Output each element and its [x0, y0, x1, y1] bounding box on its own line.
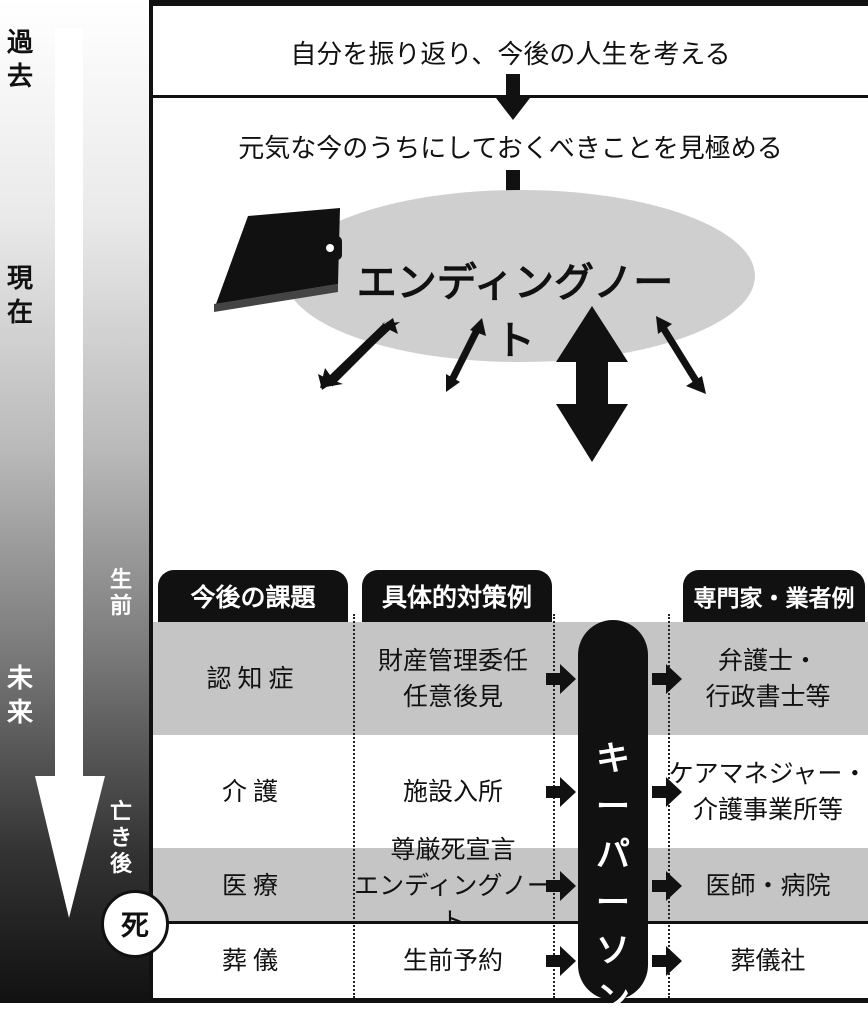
header-issues: 今後の課題: [158, 570, 348, 622]
right-arrow-icon: [546, 871, 576, 901]
issue-cell: 介護: [221, 776, 284, 806]
column-divider: [353, 614, 355, 998]
right-arrow-icon: [546, 777, 576, 807]
expert-cell: 弁護士・行政書士等: [705, 645, 831, 711]
key-person-label: キーパーソン: [596, 739, 630, 1019]
death-divider-line: [149, 921, 868, 924]
label-alive: 生前: [109, 568, 132, 619]
expert-cell: 葬儀社: [730, 945, 806, 975]
measure-cell: 尊厳死宣言エンディングノート: [354, 834, 552, 936]
issue-cell: 葬儀: [221, 945, 284, 975]
label-past: 過去: [6, 28, 33, 92]
right-arrow-icon: [652, 777, 682, 807]
expert-cell: ケアマネジャー・介護事業所等: [668, 758, 868, 824]
measure-cell: 施設入所: [402, 776, 503, 806]
ending-note-title: エンディングノート: [356, 260, 674, 364]
table-row: 葬儀 生前予約 葬儀社: [153, 923, 868, 998]
frame-left-border: [149, 0, 153, 1003]
ending-note-diagram: [214, 190, 755, 462]
right-arrow-icon: [546, 664, 576, 694]
timeline-bar: 過去 現在 未来 生前 亡き後: [0, 0, 149, 1003]
frame-bottom-border: [149, 998, 868, 1003]
expert-cell: 医師・病院: [705, 870, 831, 900]
key-person-pill: [578, 620, 648, 1000]
table-row: 医療 尊厳死宣言エンディングノート 医師・病院: [153, 834, 868, 936]
header-measures: 具体的対策例: [362, 570, 552, 622]
table-row: 介護 施設入所 ケアマネジャー・介護事業所等: [153, 735, 868, 848]
label-future: 未来: [6, 664, 33, 728]
header-experts: 専門家・業者例: [683, 570, 865, 622]
down-arrow-icon: [496, 74, 530, 120]
death-marker: 死: [101, 890, 169, 958]
frame-top-border: [149, 0, 868, 6]
column-divider: [553, 614, 555, 998]
ending-note-ellipse: [285, 190, 755, 362]
table-row: 認知症 財産管理委任任意後見 弁護士・行政書士等: [153, 622, 868, 735]
measure-cell: 財産管理委任任意後見: [377, 645, 528, 711]
step-2-text: 元気な今のうちにしておくべきことを見極める: [238, 134, 783, 164]
label-after-death: 亡き後: [109, 800, 132, 877]
issue-cell: 医療: [221, 870, 284, 900]
down-arrow-icon: [35, 28, 105, 918]
right-arrow-icon: [652, 946, 682, 976]
notebook-icon: [214, 208, 342, 312]
label-present: 現在: [6, 264, 33, 328]
measure-cell: 生前予約: [402, 945, 503, 975]
column-divider: [668, 614, 670, 998]
step-1-text: 自分を振り返り、今後の人生を考える: [290, 40, 731, 70]
right-arrow-icon: [546, 946, 576, 976]
right-arrow-icon: [652, 664, 682, 694]
bidirectional-arrows: [318, 306, 706, 462]
issue-cell: 認知症: [206, 663, 300, 693]
right-arrow-icon: [652, 871, 682, 901]
